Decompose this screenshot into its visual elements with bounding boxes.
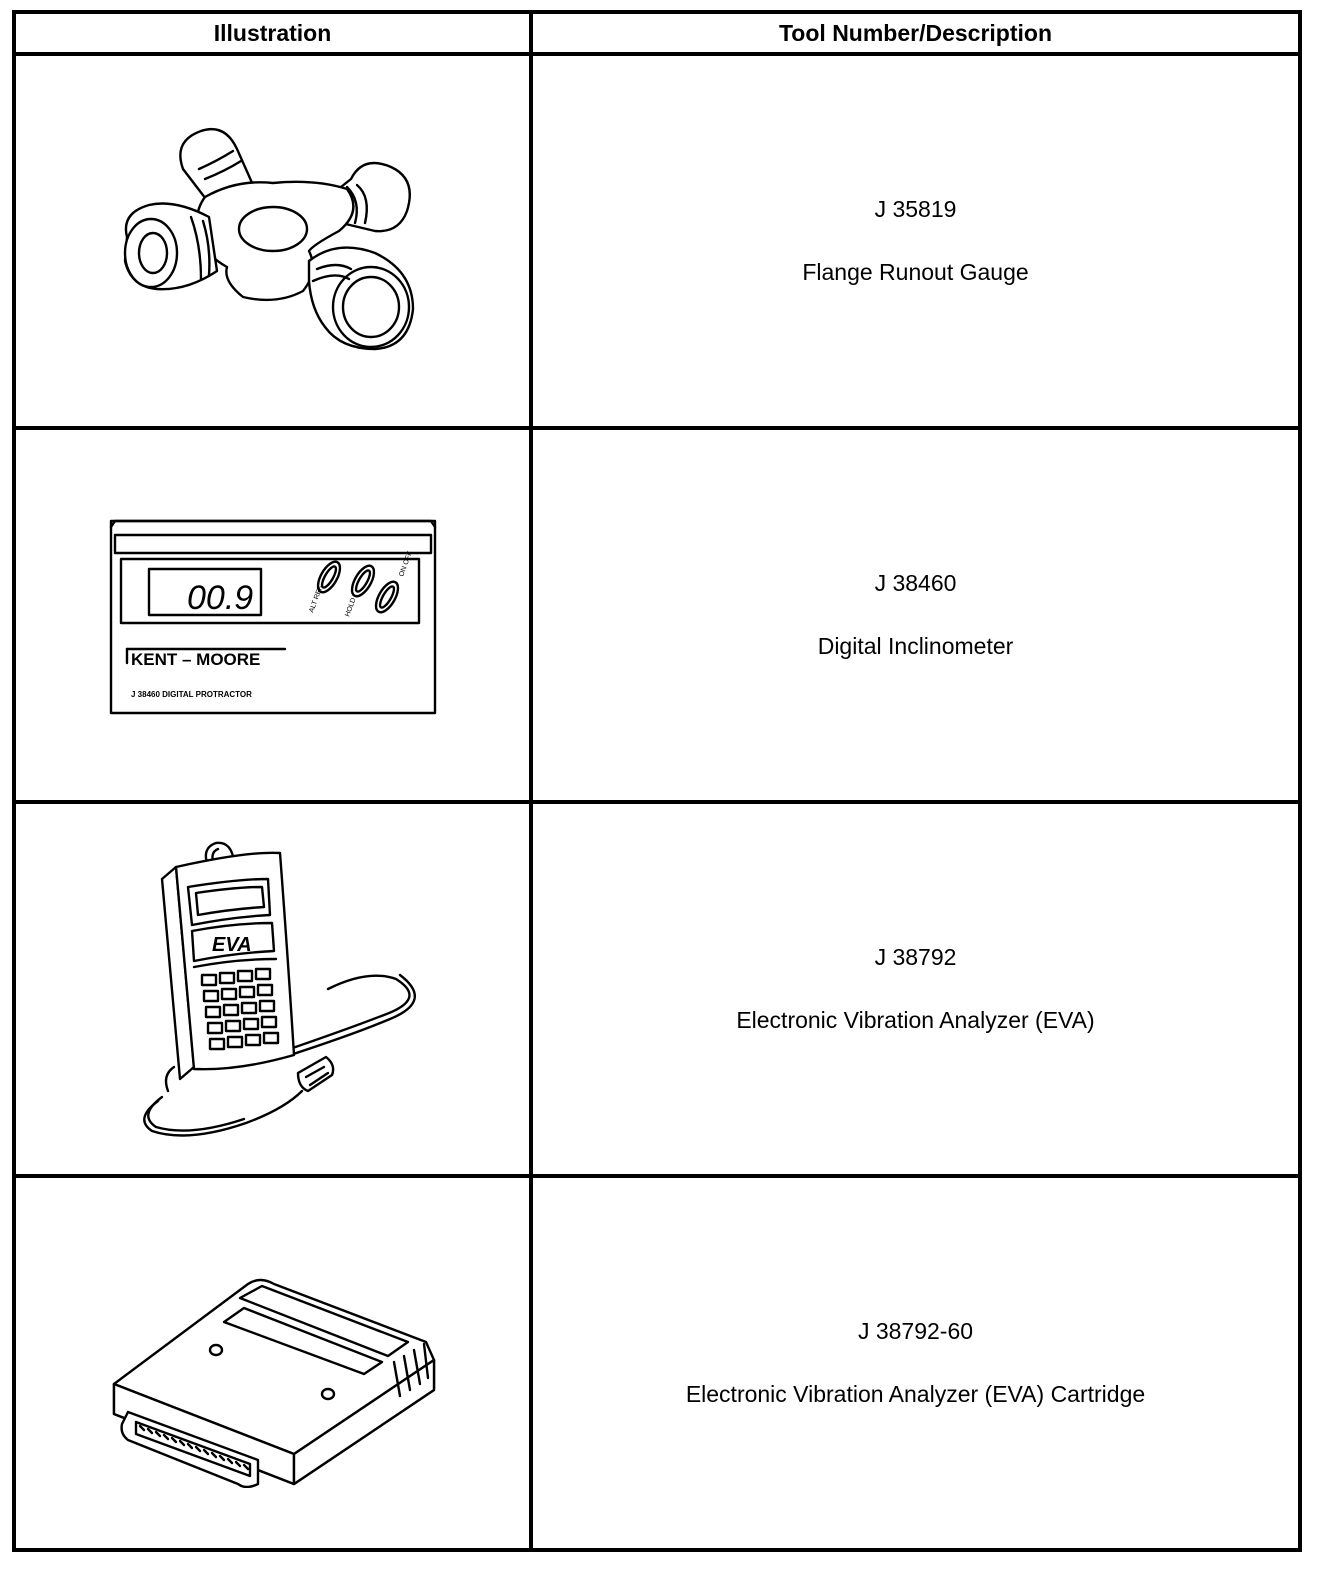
illustration-cell bbox=[12, 52, 533, 430]
table-row: 00.9 ALT REF HOLD ON OFF KENT – MOORE J … bbox=[12, 426, 1302, 804]
table-row: J 35819 Flange Runout Gauge bbox=[12, 52, 1302, 430]
model-label: J 38460 DIGITAL PROTRACTOR bbox=[131, 690, 252, 699]
illustration-cell: EVA bbox=[12, 800, 533, 1178]
tool-description: Digital Inclinometer bbox=[817, 633, 1014, 659]
table-row: J 38792-60 Electronic Vibration Analyzer… bbox=[12, 1174, 1302, 1552]
header-illustration: Illustration bbox=[12, 10, 533, 56]
universal-joint-icon bbox=[123, 127, 414, 351]
tool-number: J 35819 bbox=[874, 196, 957, 222]
tool-number: J 38792-60 bbox=[857, 1318, 974, 1344]
table-row: EVA J 38792 Electronic Vibration Analyze… bbox=[12, 800, 1302, 1178]
illustration-cell bbox=[12, 1174, 533, 1552]
description-cell: J 35819 Flange Runout Gauge bbox=[529, 52, 1302, 430]
eva-cartridge-icon bbox=[112, 1278, 435, 1488]
tool-number: J 38792 bbox=[874, 944, 957, 970]
display-readout: 00.9 bbox=[187, 579, 253, 617]
eva-logo: EVA bbox=[212, 934, 252, 956]
header-row: Illustration Tool Number/Description bbox=[12, 10, 1302, 56]
tools-table: Illustration Tool Number/Description bbox=[12, 10, 1302, 1552]
tool-number: J 38460 bbox=[874, 570, 957, 596]
description-cell: J 38792-60 Electronic Vibration Analyzer… bbox=[529, 1174, 1302, 1552]
description-cell: J 38792 Electronic Vibration Analyzer (E… bbox=[529, 800, 1302, 1178]
header-tool-description: Tool Number/Description bbox=[529, 10, 1302, 56]
keypad bbox=[200, 967, 279, 1051]
tool-description: Flange Runout Gauge bbox=[802, 259, 1029, 285]
vibration-analyzer-icon: EVA bbox=[142, 841, 416, 1137]
illustration-cell: 00.9 ALT REF HOLD ON OFF KENT – MOORE J … bbox=[12, 426, 533, 804]
tool-description: Electronic Vibration Analyzer (EVA) bbox=[736, 1007, 1095, 1033]
description-cell: J 38460 Digital Inclinometer bbox=[529, 426, 1302, 804]
brand-label: KENT – MOORE bbox=[131, 650, 260, 669]
digital-inclinometer-icon: 00.9 ALT REF HOLD ON OFF KENT – MOORE J … bbox=[109, 519, 436, 715]
tool-description: Electronic Vibration Analyzer (EVA) Cart… bbox=[685, 1381, 1146, 1407]
